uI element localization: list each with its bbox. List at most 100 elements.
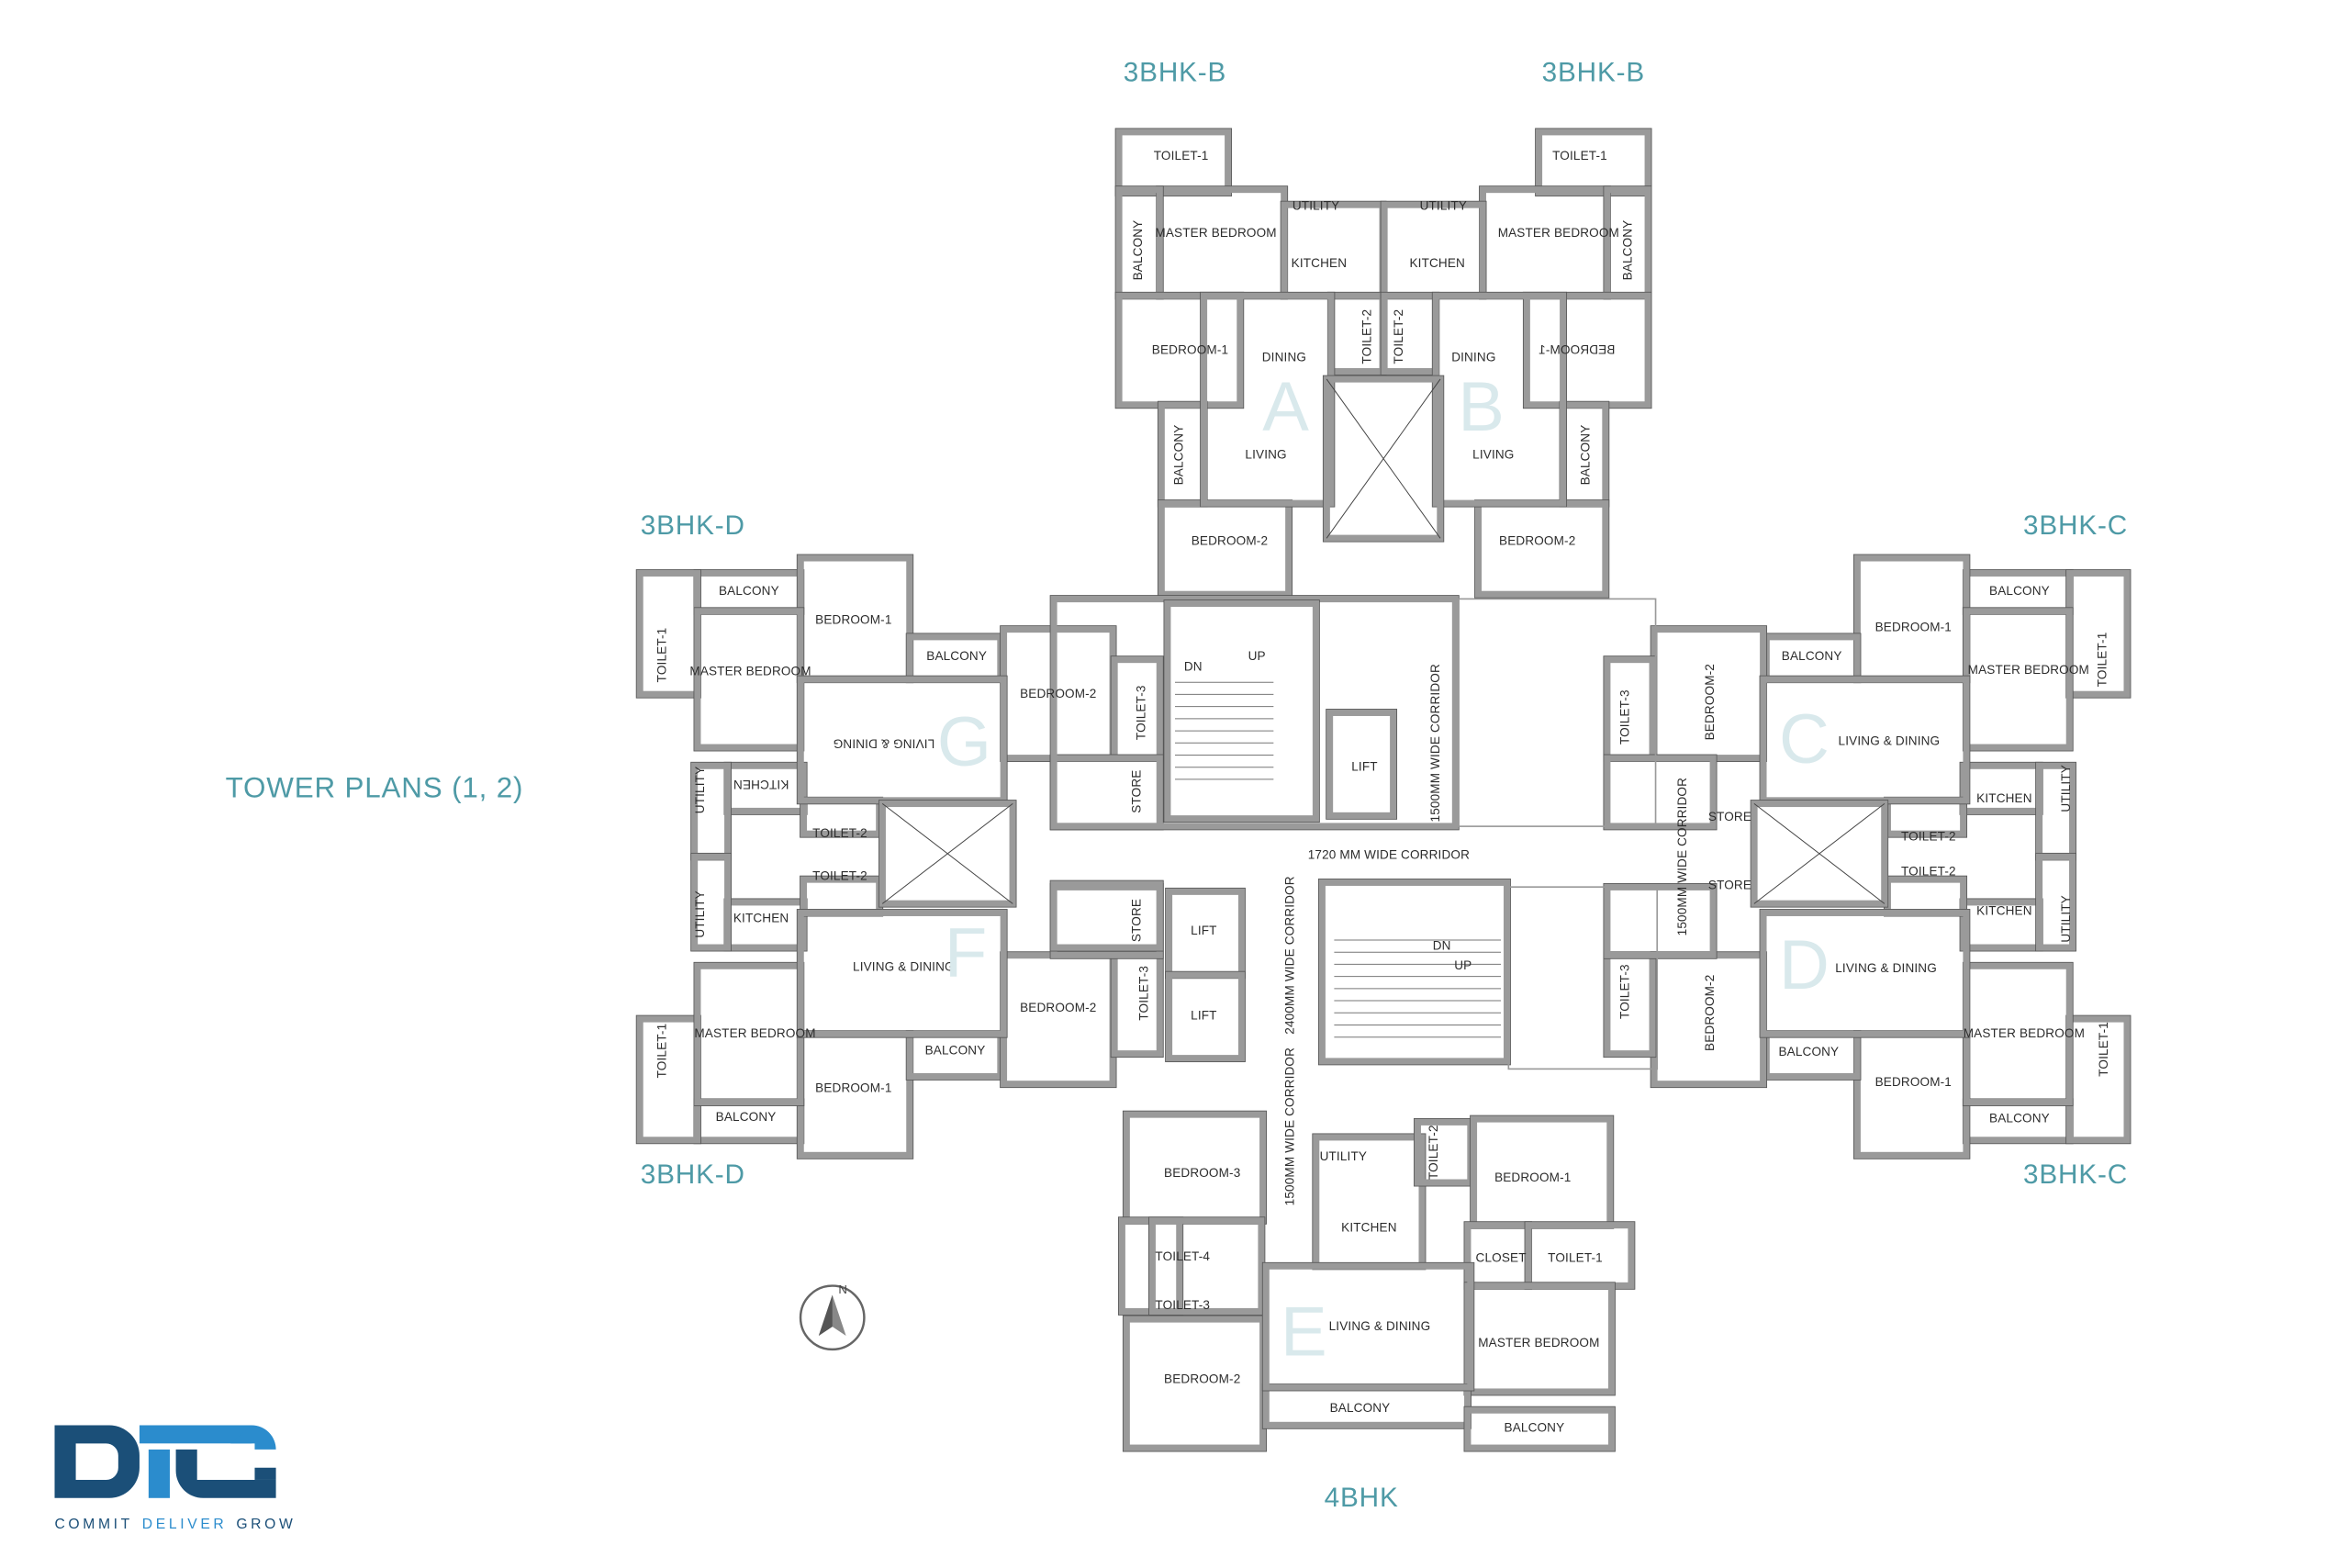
corridor-zone: [1458, 598, 1657, 827]
lift-upper-outline: [1326, 709, 1398, 820]
unit-a-room-outline: [1114, 128, 1233, 196]
unit-e-room-outline: [1470, 1114, 1615, 1229]
room-label: LIVING & DINING: [1328, 1319, 1431, 1334]
room-label: BEDROOM-2: [1020, 687, 1097, 701]
unit-letter: B: [1458, 366, 1505, 446]
core-label: UP: [1248, 649, 1266, 664]
unit-e-room-outline: [1122, 1110, 1267, 1225]
room-label: LIVING & DINING: [1835, 961, 1937, 976]
room-label: TOILET-1: [655, 627, 669, 683]
core-label: LIFT: [1351, 759, 1378, 774]
unit-b-room-outline: [1474, 499, 1610, 599]
shaft-right-cross: [1753, 802, 1886, 904]
stair-lower: [1318, 879, 1511, 1065]
unit-a-room-outline: [1200, 291, 1336, 508]
room-label: BALCONY: [1621, 219, 1635, 281]
unit-b-room-outline: [1479, 185, 1611, 300]
room-label: TOILET-3: [1134, 685, 1148, 741]
tagline-grow: GROW: [236, 1516, 297, 1533]
unit-c-room: [1603, 755, 1718, 830]
stair-upper-outline: [1163, 599, 1320, 823]
room-label: UTILITY: [693, 890, 708, 938]
core-label: LIFT: [1191, 1008, 1217, 1023]
room-label: TOILET-3: [1137, 965, 1152, 1021]
unit-c-room-outline: [2065, 569, 2132, 699]
unit-b-room-outline: [1431, 291, 1568, 508]
tagline-commit: COMMIT: [54, 1516, 133, 1533]
unit-d-room: [2035, 853, 2076, 951]
room-label: UTILITY: [2059, 895, 2074, 943]
shaft-left: [878, 800, 1016, 908]
room-label: BALCONY: [1504, 1421, 1565, 1435]
room-label: DINING: [1261, 350, 1307, 364]
room-label: TOILET-1: [2095, 632, 2109, 688]
dtc-logo-mark: [54, 1425, 276, 1498]
store-lower-outline: [1049, 879, 1164, 952]
unit-letter: E: [1281, 1292, 1327, 1372]
lift-lower-2-outline: [1165, 970, 1246, 1063]
room-label: BALCONY: [1781, 649, 1842, 664]
unit-f-room-outline: [1000, 951, 1117, 1089]
room-label: TOILET-1: [655, 1023, 669, 1079]
room-label: BEDROOM-2: [1164, 1372, 1241, 1387]
core-upper: [1050, 595, 1460, 830]
room-label: BEDROOM-2: [1703, 663, 1718, 741]
stair-lower-outline: [1317, 879, 1511, 1066]
unit-d-room-outline: [2035, 852, 2076, 952]
room-label: BALCONY: [1172, 424, 1187, 486]
unit-a-room: [1200, 292, 1335, 508]
shaft-top-outline: [1322, 375, 1445, 543]
tagline-deliver: DELIVER: [141, 1516, 228, 1533]
unit-e-room-outline: [1463, 1221, 1533, 1290]
unit-heading-3bhk-d-upper: 3BHK-D: [640, 510, 745, 541]
room-label: UTILITY: [1319, 1149, 1368, 1164]
unit-c-room-outline: [1962, 569, 2074, 615]
unit-b-room-outline: [1535, 128, 1652, 196]
unit-d-room: [1853, 1030, 1970, 1159]
room-label: TOILET-1: [2097, 1022, 2111, 1077]
room-label: MASTER BEDROOM: [1155, 226, 1277, 241]
unit-letter: D: [1778, 924, 1830, 1004]
room-label: BALCONY: [924, 1043, 986, 1058]
shaft-right: [1751, 800, 1888, 908]
unit-d-room-outline: [1603, 882, 1718, 959]
unit-g-room-outline: [1049, 754, 1164, 831]
unit-a-room-outline: [1157, 499, 1293, 599]
core-label: 1500MM WIDE CORRIDOR: [1282, 1047, 1297, 1206]
shaft-top: [1323, 375, 1444, 543]
unit-b-room: [1381, 201, 1486, 299]
compass-north-label: N: [838, 1282, 847, 1296]
unit-d-room-outline: [1852, 1030, 1971, 1159]
room-label: MASTER BEDROOM: [1478, 1336, 1600, 1350]
room-label: BEDROOM-2: [1499, 533, 1576, 548]
unit-heading-3bhk-c-upper: 3BHK-C: [2023, 510, 2129, 541]
unit-g-room: [694, 607, 804, 751]
room-label: BALCONY: [715, 1110, 777, 1125]
north-arrow-icon: N: [799, 1282, 866, 1351]
core-label: DN: [1183, 659, 1203, 674]
room-label: DINING: [1451, 350, 1496, 364]
unit-f-room-outline: [690, 852, 732, 952]
unit-e-room-outline: [1463, 1406, 1616, 1452]
unit-g-room-outline: [1110, 655, 1164, 763]
room-label: BALCONY: [718, 584, 779, 599]
unit-e-room-outline: [1312, 1133, 1427, 1271]
core-label: 1500MM WIDE CORRIDOR: [1675, 777, 1690, 936]
room-label: BALCONY: [1989, 1112, 2050, 1126]
room-label: TOILET-3: [1617, 689, 1632, 745]
room-label: TOILET-3: [1155, 1298, 1211, 1313]
lift-upper: [1326, 709, 1397, 820]
room-label: TOILET-1: [1548, 1251, 1603, 1265]
unit-b-room-outline: [1522, 291, 1652, 409]
core-label: 1500MM WIDE CORRIDOR: [1428, 664, 1443, 823]
room-label: BEDROOM-1: [1538, 342, 1616, 357]
unit-c-room-outline: [1852, 554, 1971, 684]
room-label: TOILET-1: [1552, 149, 1607, 163]
unit-a-room: [1156, 185, 1288, 299]
room-label: BEDROOM-2: [1703, 974, 1718, 1051]
unit-d-room: [1603, 883, 1718, 959]
room-label: LIVING & DINING: [833, 736, 935, 751]
unit-d-room-outline: [1959, 898, 2043, 952]
unit-g-room-outline: [690, 761, 732, 861]
